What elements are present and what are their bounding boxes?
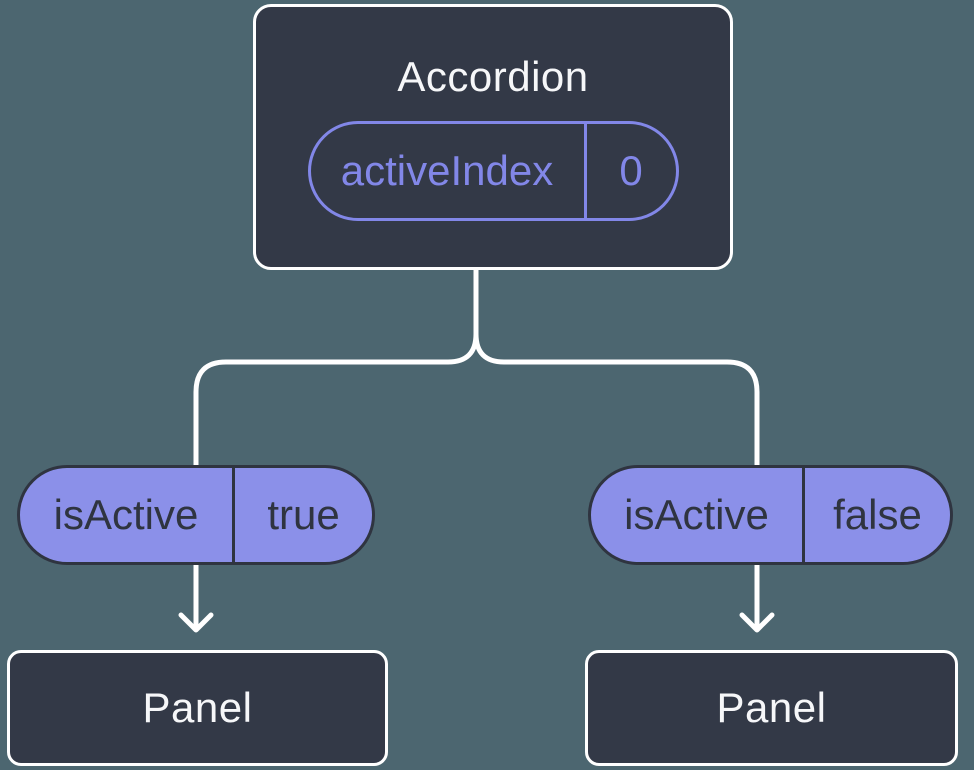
prop-pill-key: isActive — [624, 491, 769, 538]
arrowhead-left-icon — [178, 612, 214, 633]
arrowhead-right-icon — [739, 612, 775, 633]
panel-node-title: Panel — [716, 684, 827, 731]
connector-left-branch — [193, 265, 479, 629]
panel-node-right: Panel — [585, 650, 958, 766]
accordion-node: Accordion activeIndex 0 — [253, 4, 733, 270]
state-pill-value: 0 — [583, 124, 676, 218]
prop-pill-is-active-false: isActive false — [588, 465, 953, 565]
connector-right-branch — [473, 265, 760, 629]
prop-pill-value: true — [232, 468, 372, 562]
state-pill: activeIndex 0 — [307, 121, 679, 221]
prop-pill-key: isActive — [53, 491, 199, 538]
prop-pill-value: false — [802, 468, 950, 562]
state-pill-key: activeIndex — [340, 147, 554, 194]
prop-pill-is-active-true: isActive true — [17, 465, 375, 565]
panel-node-title: Panel — [142, 684, 253, 731]
panel-node-left: Panel — [7, 650, 388, 766]
accordion-node-title: Accordion — [397, 53, 589, 100]
